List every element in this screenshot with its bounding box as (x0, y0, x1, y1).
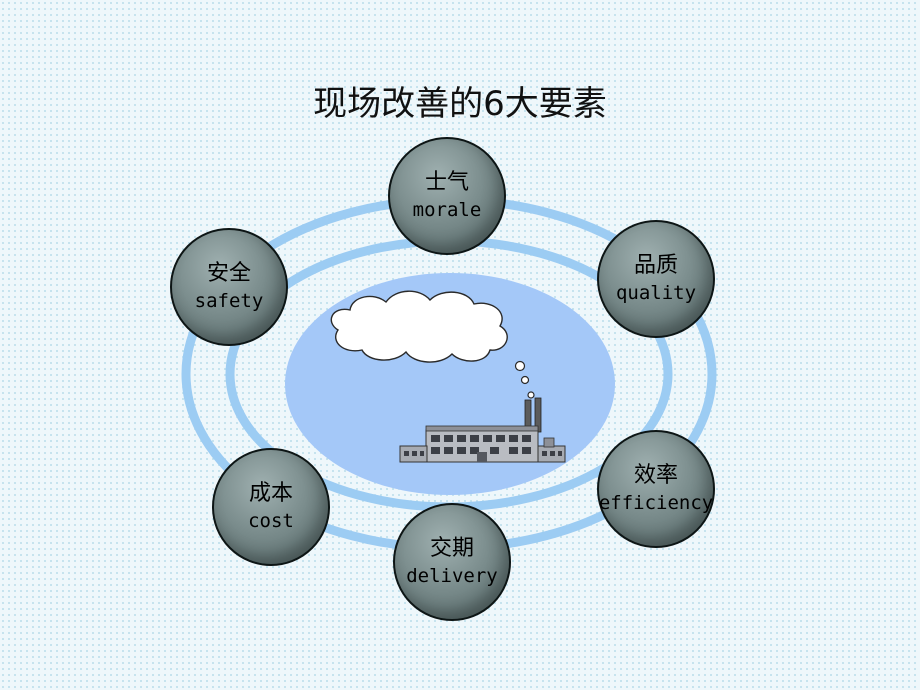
page-title: 现场改善的6大要素 (313, 84, 607, 124)
node-safety-en: safety (194, 290, 264, 312)
node-efficiency-zh: 效率 (633, 463, 678, 488)
node-quality: 品质 quality (597, 220, 715, 338)
node-cost: 成本 cost (212, 448, 330, 566)
node-efficiency: 效率 efficiency (597, 430, 715, 548)
node-cost-en: cost (248, 510, 294, 532)
node-delivery-en: delivery (406, 565, 498, 587)
node-morale-zh: 士气 (424, 170, 469, 195)
node-safety: 安全 safety (170, 228, 288, 346)
node-safety-zh: 安全 (206, 261, 251, 286)
node-delivery: 交期 delivery (393, 503, 511, 621)
node-quality-zh: 品质 (633, 253, 678, 278)
node-morale-en: morale (412, 199, 482, 221)
node-quality-en: quality (615, 282, 697, 304)
cloud-icon (330, 290, 535, 399)
node-cost-zh: 成本 (248, 481, 293, 506)
node-delivery-zh: 交期 (429, 536, 474, 561)
node-efficiency-en: efficiency (598, 492, 714, 514)
factory-icon (399, 397, 566, 463)
node-morale: 士气 morale (388, 137, 506, 255)
